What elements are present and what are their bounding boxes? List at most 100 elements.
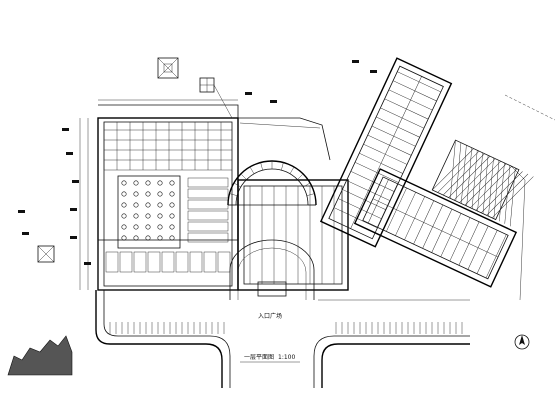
tag-mark: [72, 180, 79, 183]
left-rooms: [103, 122, 335, 284]
canopy: [257, 281, 287, 297]
annotation-marks: [18, 60, 377, 265]
table-icon: [157, 191, 163, 197]
tag-mark: [62, 128, 69, 131]
table-icon: [121, 213, 127, 219]
banquet-hall: [117, 175, 181, 249]
lower-wing: [97, 239, 239, 291]
table-icon: [121, 235, 127, 241]
table-icon: [157, 235, 163, 241]
room-cell: [147, 251, 161, 273]
hatch-line: [437, 150, 480, 193]
table-icon: [169, 213, 175, 219]
tag-mark: [352, 60, 359, 63]
room-cell: [161, 251, 175, 273]
boundary-line-2: [509, 164, 526, 301]
tag-mark: [84, 262, 91, 265]
table-icon: [145, 191, 151, 197]
table-icon: [133, 191, 139, 197]
table-icon: [133, 180, 139, 186]
room-cell: [187, 232, 229, 243]
room-cell: [175, 251, 189, 273]
table-icon: [169, 224, 175, 230]
table-icon: [121, 191, 127, 197]
column-detail-icon: [157, 57, 179, 79]
room-cell: [187, 188, 229, 199]
guest-wing-lower: [353, 168, 518, 288]
table-icon: [157, 180, 163, 186]
hatch-line: [453, 158, 496, 201]
room-cell: [119, 251, 133, 273]
road-right-inner: [313, 335, 470, 388]
courtyard-line: [239, 122, 321, 129]
table-icon: [169, 180, 175, 186]
room-cell: [189, 251, 203, 273]
room-cell: [105, 251, 119, 273]
lobby-column: [229, 193, 238, 196]
room-cell: [203, 251, 217, 273]
hatch-line: [486, 173, 529, 216]
hatch-line: [442, 153, 485, 196]
hatch-line: [475, 168, 518, 211]
room-cell: [187, 177, 229, 188]
tag-mark: [70, 236, 77, 239]
tag-mark: [22, 232, 29, 235]
entrance-dropoff: [229, 239, 315, 300]
table-icon: [133, 213, 139, 219]
road-right: [321, 343, 470, 388]
lobby-arc-inner: [235, 168, 309, 206]
hall-block: [97, 117, 239, 291]
table-icon: [157, 202, 163, 208]
hatch-line: [432, 148, 474, 191]
tag-mark: [370, 70, 377, 73]
hatched-court: [431, 139, 534, 227]
table-icon: [121, 202, 127, 208]
table-icon: [169, 235, 175, 241]
corridor-line: [372, 198, 499, 258]
center-block-inner: [243, 185, 343, 285]
center-block: [237, 179, 349, 291]
scale-note: 1:100: [278, 354, 295, 361]
hatch-line: [448, 156, 491, 198]
table-icon: [133, 224, 139, 230]
lobby-column: [306, 193, 315, 196]
hall-block-inner: [103, 121, 233, 287]
lobby-column: [297, 173, 304, 180]
tag-mark: [245, 92, 252, 95]
corridor-line: [350, 76, 422, 229]
tag-mark: [70, 208, 77, 211]
plan-title: 一层平面图: [244, 354, 274, 361]
north-arrow-icon: [514, 334, 530, 350]
tag-mark: [18, 210, 25, 213]
site-outline: [79, 99, 349, 291]
hall-column-grid: [117, 175, 181, 249]
roads: 一层平面图 1:100: [95, 290, 470, 388]
table-icon: [145, 224, 151, 230]
table-icon: [145, 213, 151, 219]
tag-mark: [66, 152, 73, 155]
lobby-column: [260, 162, 263, 171]
room-cell: [133, 251, 147, 273]
stair-detail-icon: [199, 77, 233, 119]
room-cell: [187, 221, 229, 232]
hatch-line: [464, 163, 507, 206]
table-icon: [157, 224, 163, 230]
dropoff-arc-inner: [237, 247, 307, 300]
table-icon: [133, 202, 139, 208]
table-icon: [121, 224, 127, 230]
table-icon: [133, 235, 139, 241]
table-icon: [121, 180, 127, 186]
wing-upper: [319, 57, 453, 248]
hatch-line: [491, 176, 534, 219]
tag-mark: [270, 100, 277, 103]
room-cell: [187, 210, 229, 221]
table-icon: [145, 235, 151, 241]
table-icon: [145, 202, 151, 208]
hatch-line: [470, 166, 512, 208]
lobby-column: [281, 162, 284, 171]
lobby-column: [303, 182, 311, 188]
hatch-line: [481, 171, 523, 213]
compass-icon: [37, 245, 55, 263]
entrance-label: 入口广场: [258, 312, 282, 320]
